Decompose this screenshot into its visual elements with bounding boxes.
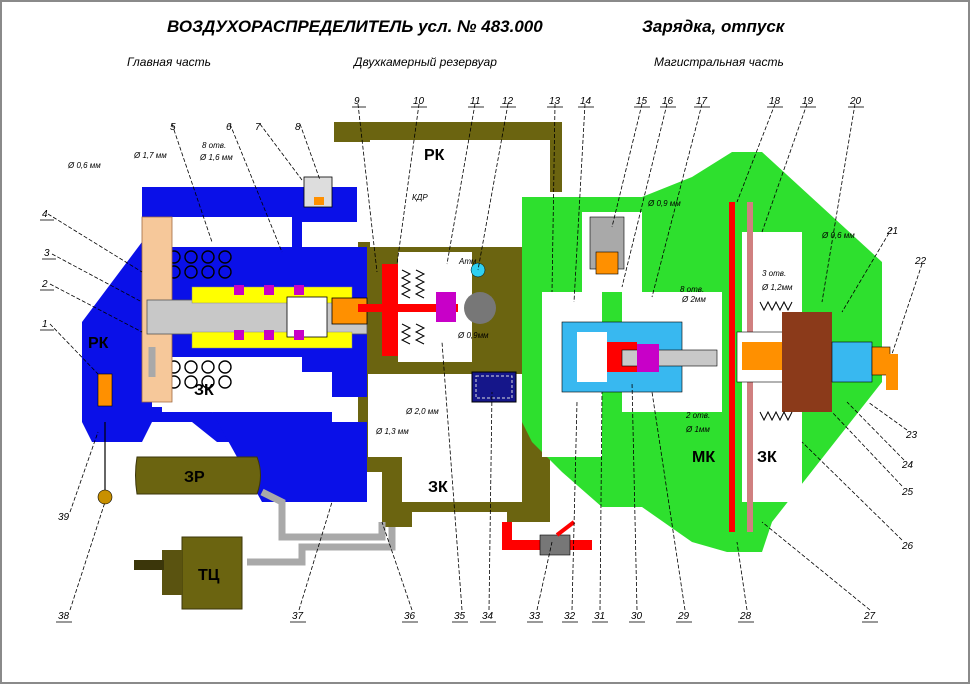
orifice-note-3: Ø 1,6 мм — [199, 153, 233, 162]
callout-21: 21 — [886, 226, 898, 237]
label-tc: ТЦ — [198, 567, 220, 584]
callout-39: 39 — [58, 512, 70, 523]
callout-12: 12 — [502, 96, 514, 107]
callout-25: 25 — [901, 487, 914, 498]
callout-35: 35 — [454, 611, 466, 622]
callout-9: 9 — [354, 96, 360, 107]
callout-6: 6 — [226, 122, 232, 133]
callout-underlines — [40, 106, 878, 623]
section-line-part: Магистральная часть — [654, 55, 784, 69]
label-zk-right: ЗК — [757, 449, 777, 466]
orifice-note-11: 3 отв. — [762, 269, 786, 278]
callout-34: 34 — [482, 611, 494, 622]
callout-37: 37 — [292, 611, 304, 622]
callout-31: 31 — [594, 611, 605, 622]
section-main-part: Главная часть — [127, 55, 211, 69]
orifice-note-8: Ø 1,3 мм — [375, 427, 409, 436]
orifice-note-13: Ø 0,6 мм — [821, 231, 855, 240]
orifice-note-2: Ø 1,7 мм — [133, 151, 167, 160]
brake-line-pipe — [502, 520, 592, 556]
callout-leaders — [47, 103, 923, 611]
callout-27: 27 — [863, 611, 876, 622]
callout-38: 38 — [58, 611, 70, 622]
callout-16: 16 — [662, 96, 674, 107]
orifice-note-4: 8 отв. — [202, 141, 226, 150]
orifice-note-15: Ø 1мм — [685, 425, 710, 434]
callout-23: 23 — [905, 430, 918, 441]
orifice-note-6: Ø 0,9мм — [457, 331, 489, 340]
callout-29: 29 — [677, 611, 690, 622]
diagram-title: ВОЗДУХОРАСПРЕДЕЛИТЕЛЬ усл. № 483.000 — [167, 17, 543, 36]
callout-28: 28 — [739, 611, 752, 622]
label-zk-left: ЗК — [194, 382, 214, 399]
callout-numbers: 1 2 3 4 5 6 7 8 9 10 11 12 13 14 15 16 1… — [41, 96, 927, 622]
orifice-note-5: Ø 0,9 мм — [647, 199, 681, 208]
callout-10: 10 — [413, 96, 425, 107]
orifice-note-12: Ø 1,2мм — [761, 283, 793, 292]
callout-36: 36 — [404, 611, 416, 622]
section-reservoir: Двухкамерный резервуар — [352, 55, 497, 69]
main-springs — [167, 250, 232, 389]
mode-title: Зарядка, отпуск — [642, 17, 786, 36]
orifice-note-10: Ø 2мм — [681, 295, 706, 304]
line-part — [522, 152, 898, 552]
gray-piping — [148, 347, 396, 566]
callout-20: 20 — [849, 96, 862, 107]
callout-18: 18 — [769, 96, 781, 107]
orifice-note-7: Ø 2,0 мм — [405, 407, 439, 416]
callout-15: 15 — [636, 96, 648, 107]
callout-19: 19 — [802, 96, 814, 107]
callout-24: 24 — [901, 460, 914, 471]
callout-2: 2 — [41, 279, 48, 290]
kdr-valve — [358, 264, 458, 356]
callout-17: 17 — [696, 96, 708, 107]
callout-26: 26 — [901, 541, 914, 552]
callout-11: 11 — [470, 96, 480, 107]
callout-7: 7 — [255, 122, 261, 133]
callout-33: 33 — [529, 611, 541, 622]
exhaust-valve-39 — [97, 373, 113, 505]
callout-22: 22 — [914, 256, 927, 267]
callout-32: 32 — [564, 611, 576, 622]
callout-14: 14 — [580, 96, 592, 107]
spare-reservoir: ЗР — [135, 456, 261, 495]
main-part — [82, 176, 368, 502]
orifice-note-14: 2 отв. — [685, 411, 710, 420]
label-zr: ЗР — [184, 469, 205, 486]
orifice-note-9: 8 отв. — [680, 285, 704, 294]
callout-13: 13 — [549, 96, 561, 107]
label-zk-bottom: ЗК — [428, 479, 448, 496]
label-rk-top: РК — [424, 147, 445, 164]
orifice-note-1: Ø 0,6 мм — [67, 161, 101, 170]
label-mk: МК — [692, 449, 715, 466]
callout-30: 30 — [631, 611, 643, 622]
label-rk-left: РК — [88, 335, 109, 352]
callout-8: 8 — [295, 122, 301, 133]
callout-1: 1 — [42, 319, 48, 330]
label-atm: Атм — [458, 257, 477, 266]
callout-3: 3 — [44, 248, 50, 259]
main-valve-seals — [234, 285, 304, 340]
brake-cylinder: ТЦ — [134, 536, 243, 610]
label-kdr: КДР — [412, 193, 428, 202]
callout-4: 4 — [42, 209, 48, 220]
callout-5: 5 — [170, 122, 176, 133]
